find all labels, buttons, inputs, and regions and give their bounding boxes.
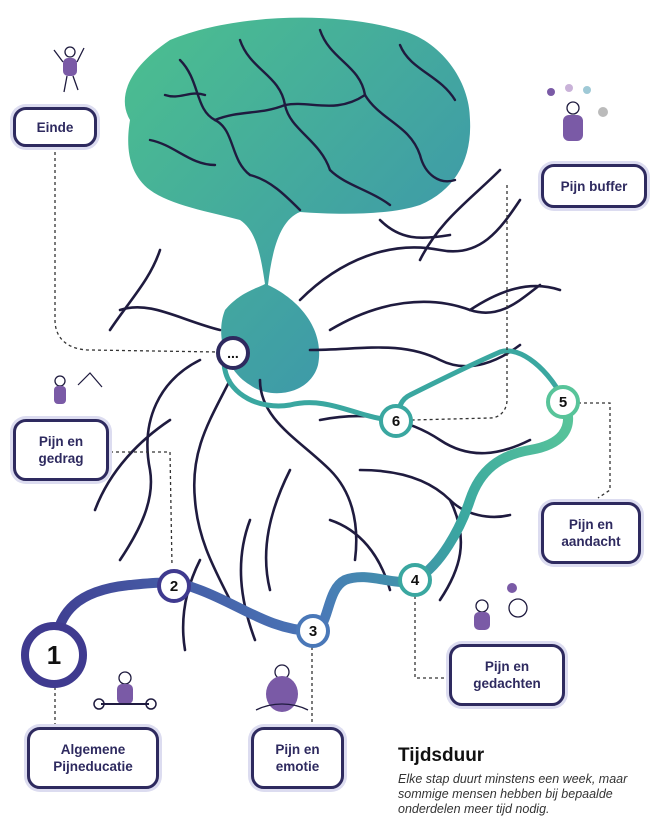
label-pijn-gedrag: Pijn en gedrag	[13, 419, 109, 481]
info-text: Elke stap duurt minstens een week, maar …	[398, 772, 648, 817]
label-pijn-emotie: Pijn en emotie	[251, 727, 344, 789]
step-4-circle: 4	[398, 563, 432, 597]
connector-lines	[55, 146, 610, 726]
figure-gedrag	[54, 373, 102, 404]
label-algemene-pijneducatie: Algemene Pijneducatie	[27, 727, 159, 789]
step-end-circle: ...	[216, 336, 250, 370]
label-einde: Einde	[13, 107, 97, 147]
figure-einde	[54, 47, 84, 92]
step-2-circle: 2	[157, 569, 191, 603]
journey-path	[55, 351, 568, 655]
info-title: Tijdsduur	[398, 745, 484, 767]
step-6-circle: 6	[379, 404, 413, 438]
label-pijn-gedachten: Pijn en gedachten	[449, 644, 565, 706]
figure-algemene	[94, 672, 156, 709]
brain-illustration	[125, 18, 470, 394]
step-3-circle: 3	[296, 614, 330, 648]
figure-gedachten	[474, 583, 527, 630]
step-1-circle: 1	[21, 622, 87, 688]
figure-buffer	[547, 84, 608, 141]
label-pijn-aandacht: Pijn en aandacht	[541, 502, 641, 564]
label-pijn-buffer: Pijn buffer	[541, 164, 647, 208]
step-5-circle: 5	[546, 385, 580, 419]
figure-emotie	[256, 665, 308, 712]
